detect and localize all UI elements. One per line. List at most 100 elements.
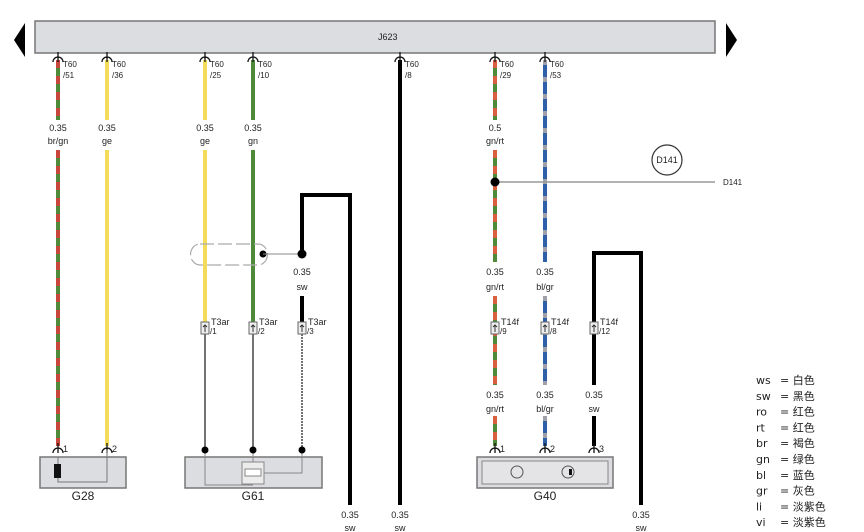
connector-name-label: T60 — [258, 60, 272, 69]
wire-color-label: sw — [589, 404, 601, 414]
wire-size-label: 0.5 — [489, 123, 502, 133]
legend-meaning: = 红色 — [780, 405, 815, 419]
pin-label: 1 — [63, 444, 68, 454]
connector-pin-label: /3 — [307, 327, 314, 336]
wire-color-label: br/gn — [48, 136, 69, 146]
legend-meaning: = 蓝色 — [780, 468, 815, 482]
connector-name-label: T14f — [501, 317, 520, 327]
g40-pin-1[interactable] — [489, 443, 501, 454]
wire-size-label: 0.35 — [486, 267, 504, 277]
legend-code: br — [756, 437, 768, 450]
connector-name-label: T60 — [550, 60, 564, 69]
legend-code: sw — [756, 390, 771, 403]
connector-t14f-2-arrow-icon — [591, 324, 597, 332]
legend-meaning: = 白色 — [780, 373, 815, 387]
connector-t3ar-2-arrow-icon — [250, 324, 256, 332]
component-g28[interactable]: G28 — [39, 450, 127, 503]
wire-color-label: sw — [345, 523, 357, 532]
wire-color-label: gn/rt — [486, 404, 505, 414]
legend-code: gr — [756, 485, 768, 498]
legend-meaning: = 绿色 — [780, 452, 815, 466]
wire-color-label: sw — [297, 282, 309, 292]
connector-name-label: T60 — [405, 60, 419, 69]
legend-meaning: = 淡紫色 — [780, 499, 826, 513]
connector-t60-0[interactable] — [52, 52, 64, 63]
wire-color-label: gn/rt — [486, 282, 505, 292]
module-label: J623 — [378, 32, 398, 42]
wire-size-label: 0.35 — [632, 510, 650, 520]
connector-name-label: T60 — [500, 60, 514, 69]
connector-pin-label: /1 — [210, 327, 217, 336]
connector-pin-label: /53 — [550, 71, 562, 80]
pin-label: 1 — [500, 444, 505, 454]
scroll-left-arrow-icon[interactable] — [14, 23, 25, 57]
scroll-right-arrow-icon[interactable] — [726, 23, 737, 57]
wire-color-label: bl/gr — [536, 404, 554, 414]
connector-t14f-1-arrow-icon — [542, 324, 548, 332]
g40-pin-3[interactable] — [588, 443, 600, 454]
wire-size-label: 0.35 — [536, 267, 554, 277]
connector-t60-3[interactable] — [247, 52, 259, 63]
connector-t14f-0-arrow-icon — [492, 324, 498, 332]
pin-label: 3 — [599, 444, 604, 454]
connector-t60-5[interactable] — [489, 52, 501, 63]
connector-t3ar-1-arrow-icon — [202, 324, 208, 332]
connector-t60-1[interactable] — [101, 52, 113, 63]
wire-color-label: ge — [200, 136, 210, 146]
connector-pin-label: /9 — [500, 327, 507, 336]
wire-size-label: 0.35 — [486, 390, 504, 400]
wire-color-label: gn — [248, 136, 258, 146]
g28-pin-1[interactable] — [52, 443, 64, 454]
legend-code: li — [756, 500, 762, 513]
cable-shield — [190, 243, 307, 266]
wire-color-label: ge — [102, 136, 112, 146]
connector-pin-label: /12 — [599, 327, 611, 336]
connector-pin-label: /51 — [63, 71, 75, 80]
wire-size-label: 0.35 — [49, 123, 67, 133]
connector-t60-2[interactable] — [199, 52, 211, 63]
wire-size-label: 0.35 — [98, 123, 116, 133]
wire-color-label: sw — [395, 523, 407, 532]
pin-label: 2 — [112, 444, 117, 454]
component-g40[interactable]: G40 — [476, 456, 614, 503]
legend-code: ro — [756, 406, 767, 419]
junction-dot — [490, 177, 500, 187]
connector-name-label: T14f — [551, 317, 570, 327]
connector-t60-4[interactable] — [394, 52, 406, 63]
wire-sw-g40-ground — [592, 251, 643, 505]
connector-pin-label: /36 — [112, 71, 124, 80]
legend-meaning: = 灰色 — [780, 484, 815, 498]
d141-circle-label: D141 — [656, 155, 678, 165]
wire-size-label: 0.35 — [536, 390, 554, 400]
legend-code: bl — [756, 469, 766, 482]
wire-size-label: 0.35 — [391, 510, 409, 520]
connector-pin-label: /2 — [258, 327, 265, 336]
connector-name-label: T60 — [210, 60, 224, 69]
connector-name-label: T3ar — [308, 317, 327, 327]
legend-meaning: = 褐色 — [780, 436, 815, 450]
d141-line-label: D141 — [723, 178, 743, 187]
legend-meaning: = 淡紫色 — [780, 515, 826, 529]
g40-pin-2[interactable] — [539, 443, 551, 454]
wire-color-label: sw — [636, 523, 648, 532]
connector-t3ar-3-arrow-icon — [299, 324, 305, 332]
d141-marker[interactable] — [651, 144, 683, 176]
component-g61[interactable]: G61 — [184, 446, 323, 504]
connector-pin-label: /10 — [258, 71, 270, 80]
module-j623-bar[interactable] — [34, 20, 716, 54]
connector-name-label: T3ar — [259, 317, 278, 327]
g61-label: G61 — [242, 489, 265, 503]
connector-pin-label: /8 — [405, 71, 412, 80]
connector-t60-6[interactable] — [539, 52, 551, 63]
connector-pin-label: /29 — [500, 71, 512, 80]
wire-size-label: 0.35 — [293, 267, 311, 277]
wire-size-label: 0.35 — [244, 123, 262, 133]
legend-code: ws — [756, 374, 771, 387]
wire-color-label: gn/rt — [486, 136, 505, 146]
wire-size-label: 0.35 — [196, 123, 214, 133]
g40-label: G40 — [534, 489, 557, 503]
pin-label: 2 — [550, 444, 555, 454]
g28-label: G28 — [72, 489, 95, 503]
